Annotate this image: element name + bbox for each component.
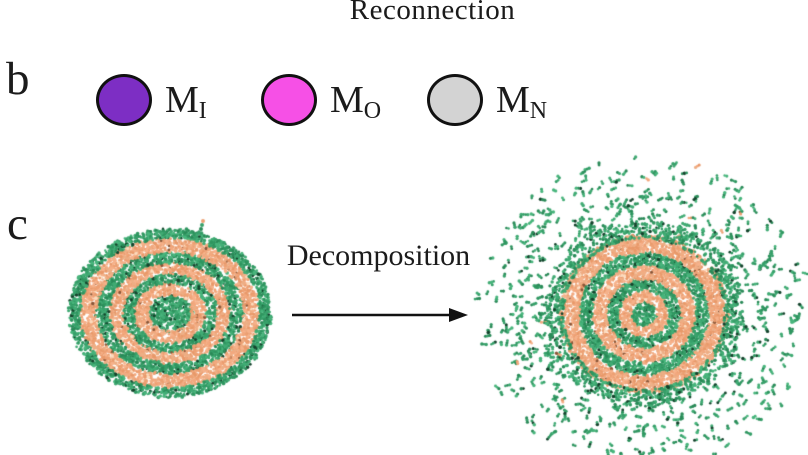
reconnection-caption: Reconnection [349,0,516,26]
decomposition-label: Decomposition [286,239,471,272]
panel-b-label: b [6,53,30,105]
panel-c-label: c [7,198,28,250]
mi-label: MI [165,79,207,124]
right-arrow-icon [292,308,468,322]
legend-item-mi: MI [96,74,207,126]
mn-color-swatch [427,74,483,126]
mo-color-swatch [261,74,317,126]
legend-item-mo: MO [261,74,381,126]
mn-label: MN [496,79,548,124]
decomposition-arrow [291,306,469,329]
mi-color-swatch [96,74,152,126]
legend-item-mn: MN [427,74,547,126]
mo-label: MO [330,79,382,124]
